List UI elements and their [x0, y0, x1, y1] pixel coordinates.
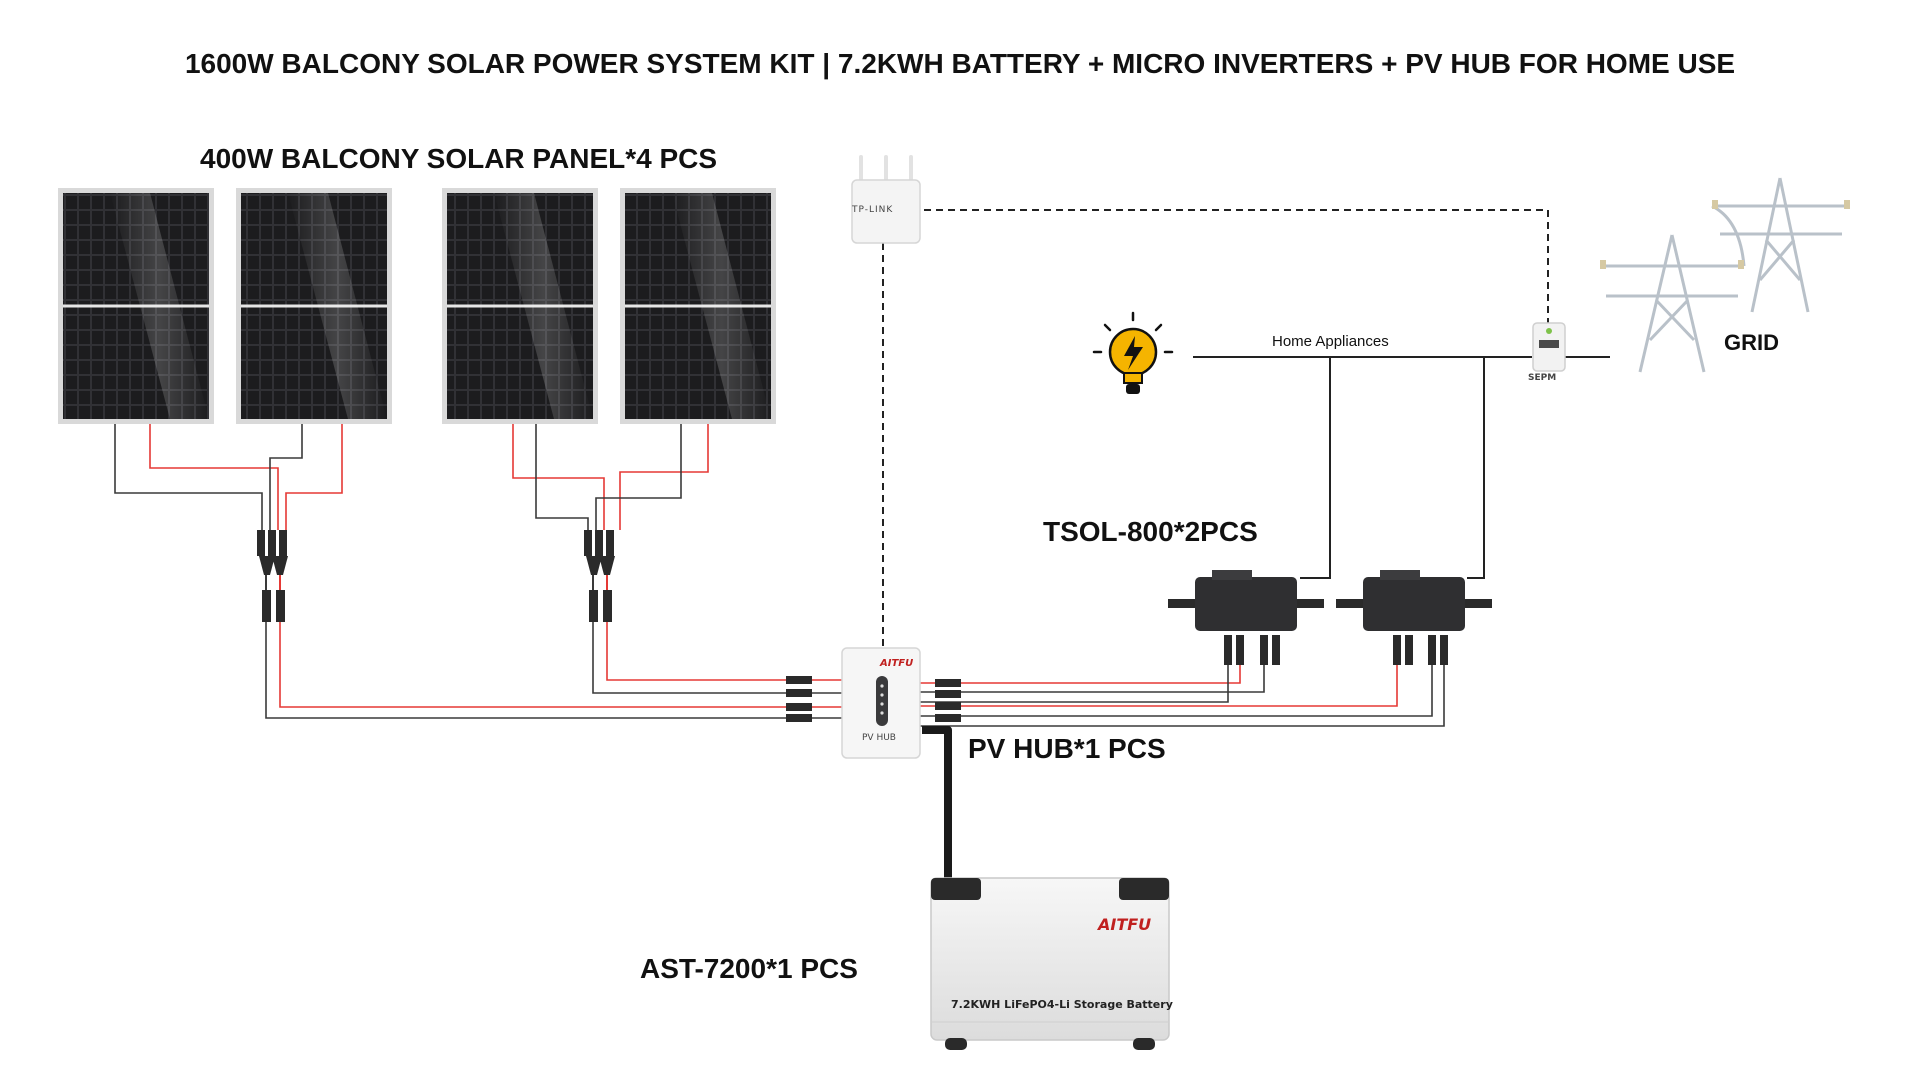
brand-logo-hub: AITFU — [880, 658, 914, 669]
solar-panel-2 — [236, 188, 392, 424]
grid-label: GRID — [1724, 330, 1779, 355]
dc-cable-panels-to-hub — [265, 622, 842, 719]
solar-panel-4 — [620, 188, 776, 424]
battery-device-text: 7.2KWH LiFePO4-Li Storage Battery — [951, 998, 1173, 1011]
ac-wiring — [1193, 356, 1610, 579]
panel-wiring-left — [114, 424, 343, 530]
grid-insulators — [1600, 200, 1850, 269]
mc4-connector-icon — [1224, 635, 1448, 665]
mc4-connector-icon — [935, 679, 961, 722]
solar-panel-1 — [58, 188, 214, 424]
battery-cable — [922, 726, 952, 881]
router-brand-text: TP-LINK — [852, 205, 894, 215]
panel-wiring-right — [512, 424, 709, 530]
micro-inverters-label: TSOL-800*2PCS — [1043, 516, 1258, 547]
solar-panels-label: 400W BALCONY SOLAR PANEL*4 PCS — [200, 143, 718, 174]
smart-meter-icon — [1532, 322, 1566, 372]
transmission-tower-icon — [1711, 177, 1850, 313]
solar-panel-3 — [442, 188, 598, 424]
battery-label: AST-7200*1 PCS — [640, 953, 858, 984]
brand-logo-battery: AITFU — [1098, 915, 1152, 934]
pv-hub-label: PV HUB*1 PCS — [968, 733, 1166, 764]
router-icon — [851, 155, 921, 244]
hub-device-text: PV HUB — [862, 733, 896, 743]
home-appliances-label: Home Appliances — [1272, 333, 1389, 350]
mc4-connector-icon — [584, 530, 615, 622]
meter-label-text: SEPM — [1528, 373, 1557, 383]
transmission-tower-icon — [1600, 234, 1744, 373]
mc4-connector-icon — [786, 676, 812, 722]
micro-inverter-icon — [1336, 570, 1492, 631]
micro-inverter-icon — [1168, 570, 1324, 631]
pv-hub-icon — [841, 647, 921, 759]
lightbulb-icon — [1092, 311, 1174, 394]
battery-icon — [930, 877, 1170, 1050]
data-link-dashed — [882, 209, 1549, 650]
diagram-title: 1600W BALCONY SOLAR POWER SYSTEM KIT | 7… — [184, 48, 1736, 79]
mc4-connector-icon — [257, 530, 288, 622]
dc-cable-hub-to-inverters — [920, 665, 1445, 727]
